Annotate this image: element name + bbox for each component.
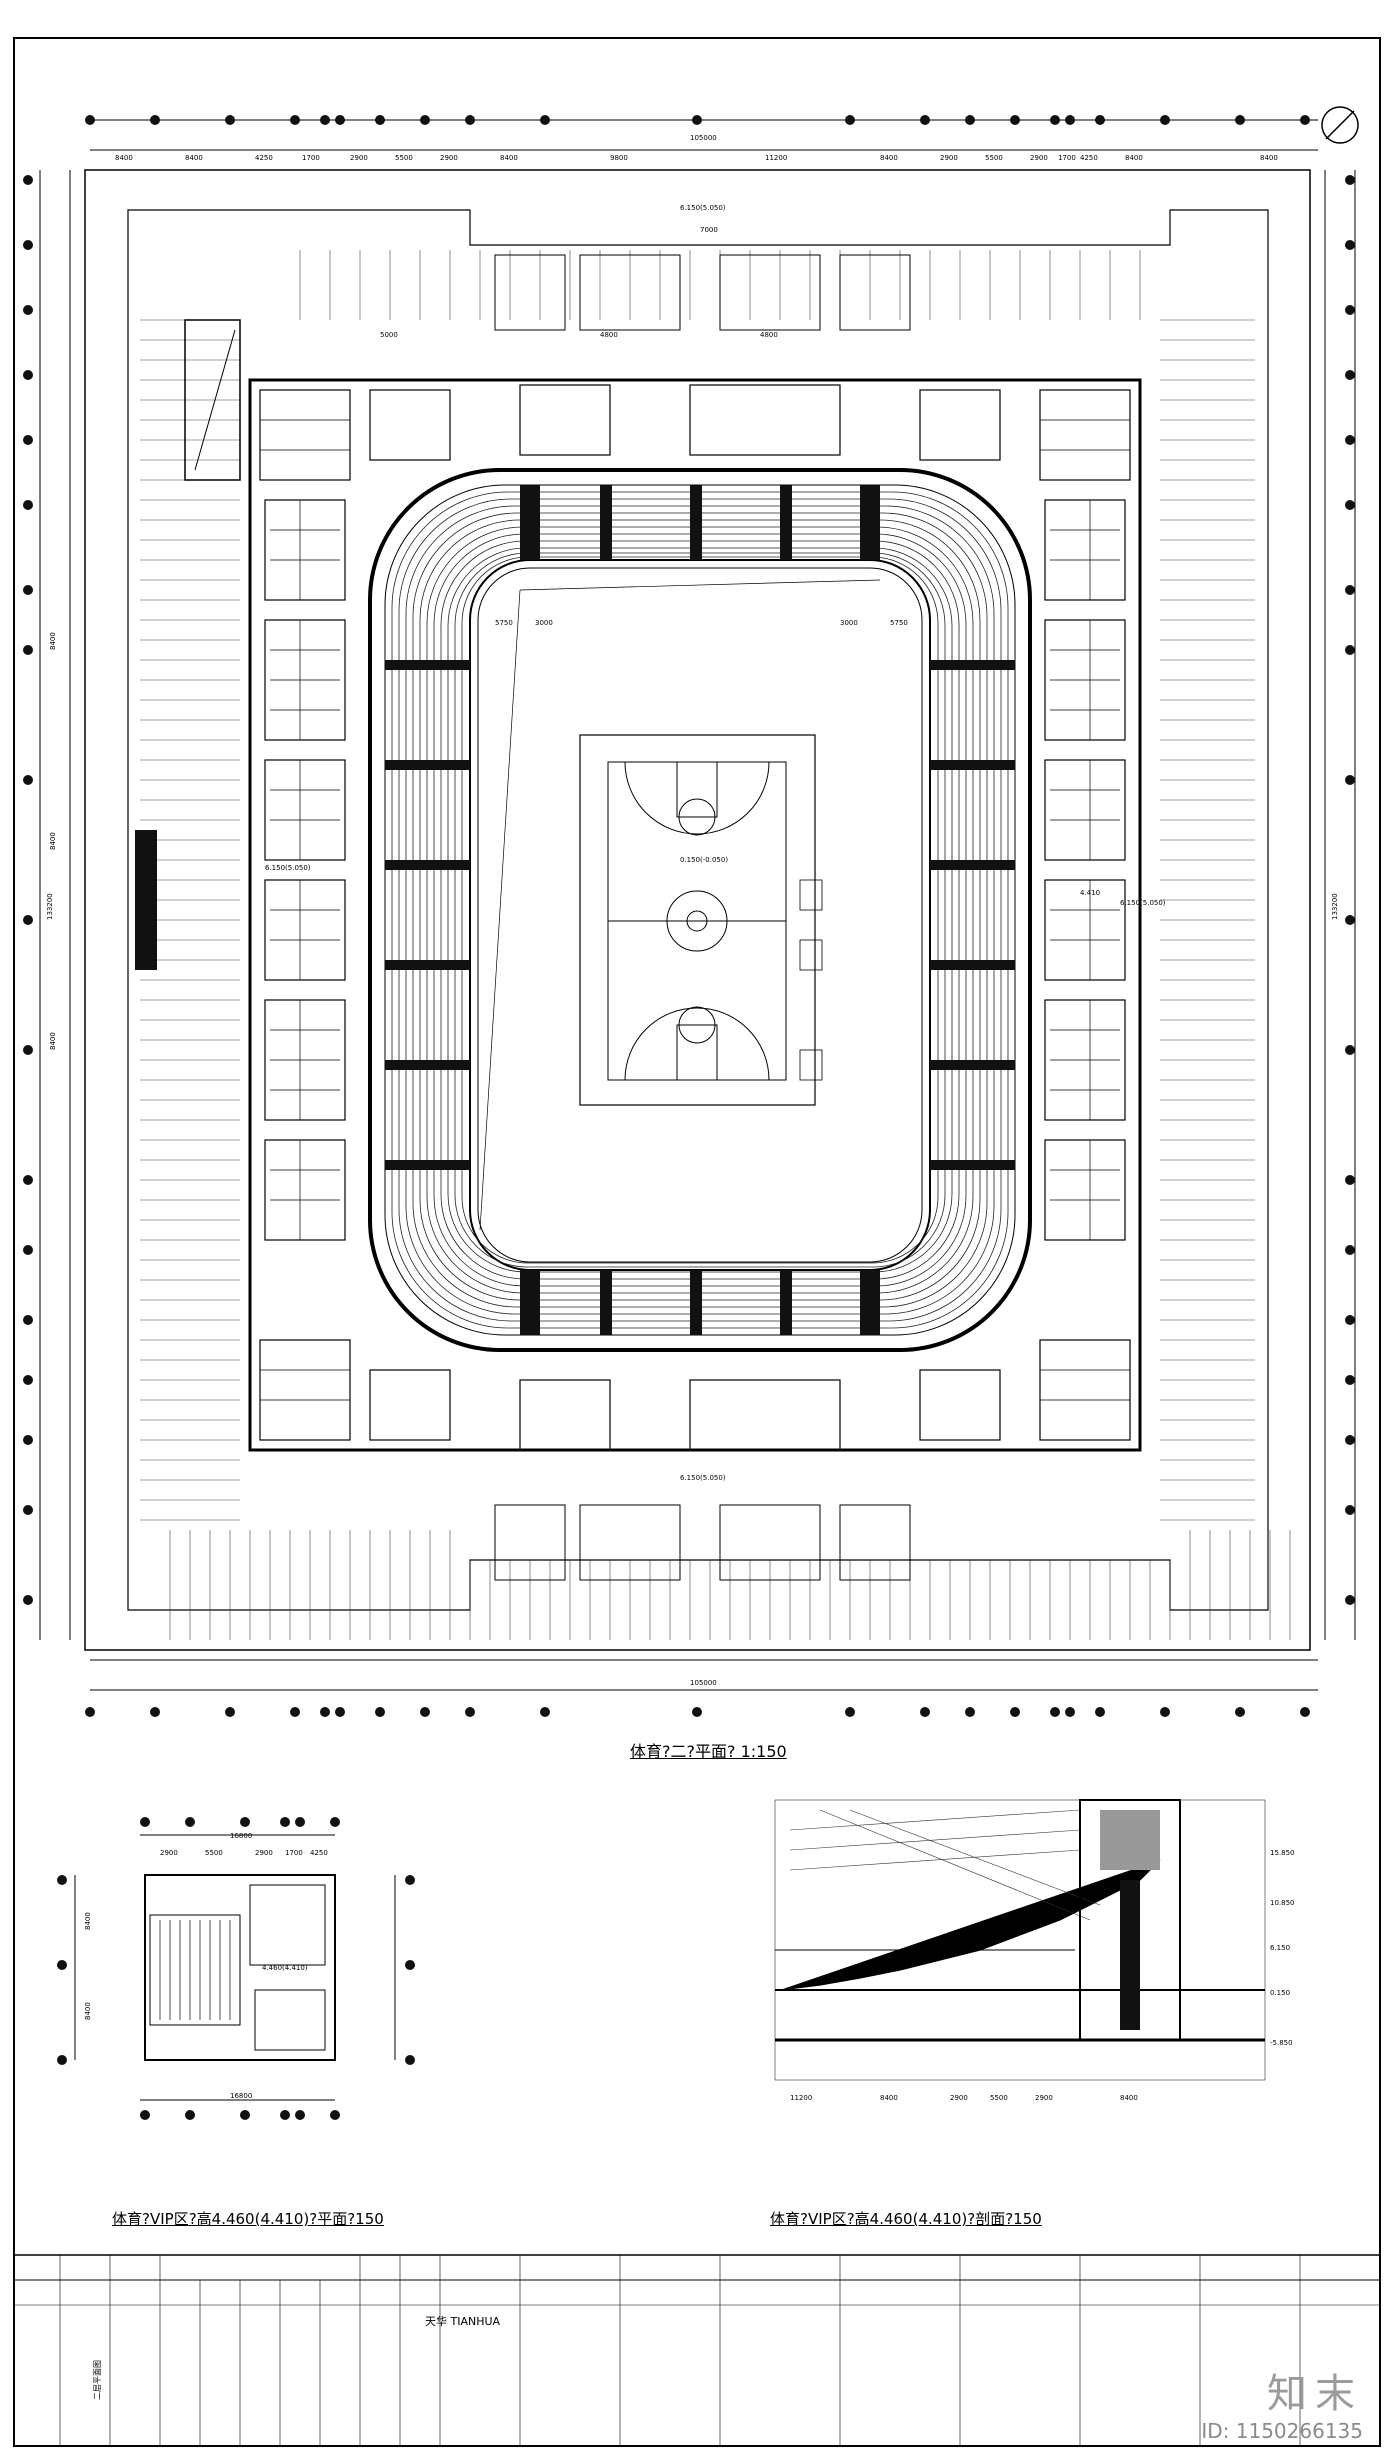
side-dimensions: 8400 8400 8400 133200 133200	[46, 632, 1339, 1050]
svg-text:8400: 8400	[84, 2002, 92, 2020]
svg-text:2900: 2900	[950, 2094, 968, 2102]
level-marks: 6.150(5.050) 6.150(5.050) 6.150(5.050) 6…	[265, 204, 1166, 1482]
vip-area-section: 11200 8400 2900 5500 2900 8400 15.850 10…	[774, 1799, 1295, 2102]
svg-text:6.150(5.050): 6.150(5.050)	[265, 864, 311, 872]
basketball-court	[579, 734, 823, 1106]
svg-text:8400: 8400	[880, 154, 898, 162]
svg-text:8400: 8400	[49, 832, 57, 850]
inner-dimensions: 5000 4800 4800 7000 5750 3000 5750 3000	[380, 226, 908, 627]
svg-text:6.150(5.050): 6.150(5.050)	[680, 204, 726, 212]
svg-text:10.850: 10.850	[1270, 1899, 1295, 1907]
svg-text:2900: 2900	[940, 154, 958, 162]
section-dimensions: 11200 8400 2900 5500 2900 8400 15.850 10…	[790, 1849, 1295, 2102]
svg-text:1700: 1700	[302, 154, 320, 162]
svg-text:2900: 2900	[1035, 2094, 1053, 2102]
room-partition-lines	[260, 419, 1130, 1401]
svg-text:4250: 4250	[255, 154, 273, 162]
svg-text:8400: 8400	[49, 1032, 57, 1050]
main-floor-plan: 8400 8400 4250 1700 2900 5500 2900 8400 …	[23, 106, 1359, 1717]
svg-text:105000: 105000	[690, 134, 717, 142]
title-block	[13, 2254, 1381, 2447]
svg-text:8400: 8400	[185, 154, 203, 162]
svg-text:133200: 133200	[1331, 893, 1339, 920]
court-level-label: 0.150(-0.050)	[680, 856, 728, 864]
svg-text:133200: 133200	[46, 893, 54, 920]
svg-text:5750: 5750	[890, 619, 908, 627]
svg-text:16800: 16800	[230, 2092, 252, 2100]
svg-text:11200: 11200	[790, 2094, 812, 2102]
sheet-name: 二层平面图	[93, 2360, 102, 2400]
svg-text:8400: 8400	[1120, 2094, 1138, 2102]
svg-text:3000: 3000	[840, 619, 858, 627]
svg-text:8400: 8400	[84, 1912, 92, 1930]
svg-text:1700: 1700	[285, 1849, 303, 1857]
terrace-stair-hatching	[140, 250, 1291, 1640]
svg-text:15.850: 15.850	[1270, 1849, 1295, 1857]
svg-text:5750: 5750	[495, 619, 513, 627]
svg-text:4.460(4.410): 4.460(4.410)	[262, 1964, 308, 1972]
svg-text:4.410: 4.410	[1080, 889, 1100, 897]
grid-bubbles-right	[1345, 175, 1355, 1605]
svg-text:1700: 1700	[1058, 154, 1076, 162]
svg-text:3000: 3000	[535, 619, 553, 627]
grid-bubbles-bottom	[85, 1707, 1310, 1717]
svg-text:2900: 2900	[1030, 154, 1048, 162]
svg-text:8400: 8400	[500, 154, 518, 162]
main-plan-title: 体育?二?平面? 1:150	[630, 1742, 787, 1761]
svg-text:5500: 5500	[395, 154, 413, 162]
watermark-brand: 知末 ID: 1150266135	[1201, 2371, 1363, 2443]
ancillary-rooms	[259, 384, 1131, 1451]
entrance-porches	[494, 254, 911, 1581]
seating-aisles	[385, 485, 1015, 1335]
grid-bubbles-left	[23, 175, 33, 1605]
svg-text:11200: 11200	[765, 154, 787, 162]
seating-rows	[391, 491, 1009, 1329]
svg-text:2900: 2900	[160, 1849, 178, 1857]
svg-text:2900: 2900	[350, 154, 368, 162]
svg-text:5000: 5000	[380, 331, 398, 339]
svg-text:6.150(5.050): 6.150(5.050)	[680, 1474, 726, 1482]
svg-text:2900: 2900	[440, 154, 458, 162]
svg-text:4800: 4800	[600, 331, 618, 339]
svg-text:4800: 4800	[760, 331, 778, 339]
svg-text:8400: 8400	[1125, 154, 1143, 162]
vip-dimensions: 2900 5500 2900 1700 4250 16800 16800 840…	[84, 1832, 328, 2100]
svg-text:8400: 8400	[115, 154, 133, 162]
svg-text:9800: 9800	[610, 154, 628, 162]
svg-text:2900: 2900	[255, 1849, 273, 1857]
vip-plan-title: 体育?VIP区?高4.460(4.410)?平面?150	[112, 2210, 384, 2228]
vip-area-plan: 2900 5500 2900 1700 4250 16800 16800 840…	[57, 1817, 415, 2120]
svg-text:8400: 8400	[49, 632, 57, 650]
svg-text:7000: 7000	[700, 226, 718, 234]
svg-text:4250: 4250	[1080, 154, 1098, 162]
vip-section-title: 体育?VIP区?高4.460(4.410)?剖面?150	[770, 2210, 1042, 2228]
north-arrow-icon	[1321, 106, 1359, 144]
svg-text:5500: 5500	[990, 2094, 1008, 2102]
svg-text:5500: 5500	[985, 154, 1003, 162]
svg-text:8400: 8400	[880, 2094, 898, 2102]
grid-bubbles-top	[85, 115, 1310, 125]
svg-text:105000: 105000	[690, 1679, 717, 1687]
svg-text:-5.850: -5.850	[1270, 2039, 1293, 2047]
svg-text:4250: 4250	[310, 1849, 328, 1857]
designer-logo: 天华 TIANHUA	[425, 2314, 501, 2328]
svg-text:6.150: 6.150	[1270, 1944, 1290, 1952]
svg-text:16800: 16800	[230, 1832, 252, 1840]
svg-text:5500: 5500	[205, 1849, 223, 1857]
left-stair-block	[135, 319, 241, 970]
top-dimensions: 8400 8400 4250 1700 2900 5500 2900 8400 …	[115, 134, 1278, 1687]
svg-text:6.150(5.050): 6.150(5.050)	[1120, 899, 1166, 907]
svg-text:0.150: 0.150	[1270, 1989, 1290, 1997]
svg-text:8400: 8400	[1260, 154, 1278, 162]
